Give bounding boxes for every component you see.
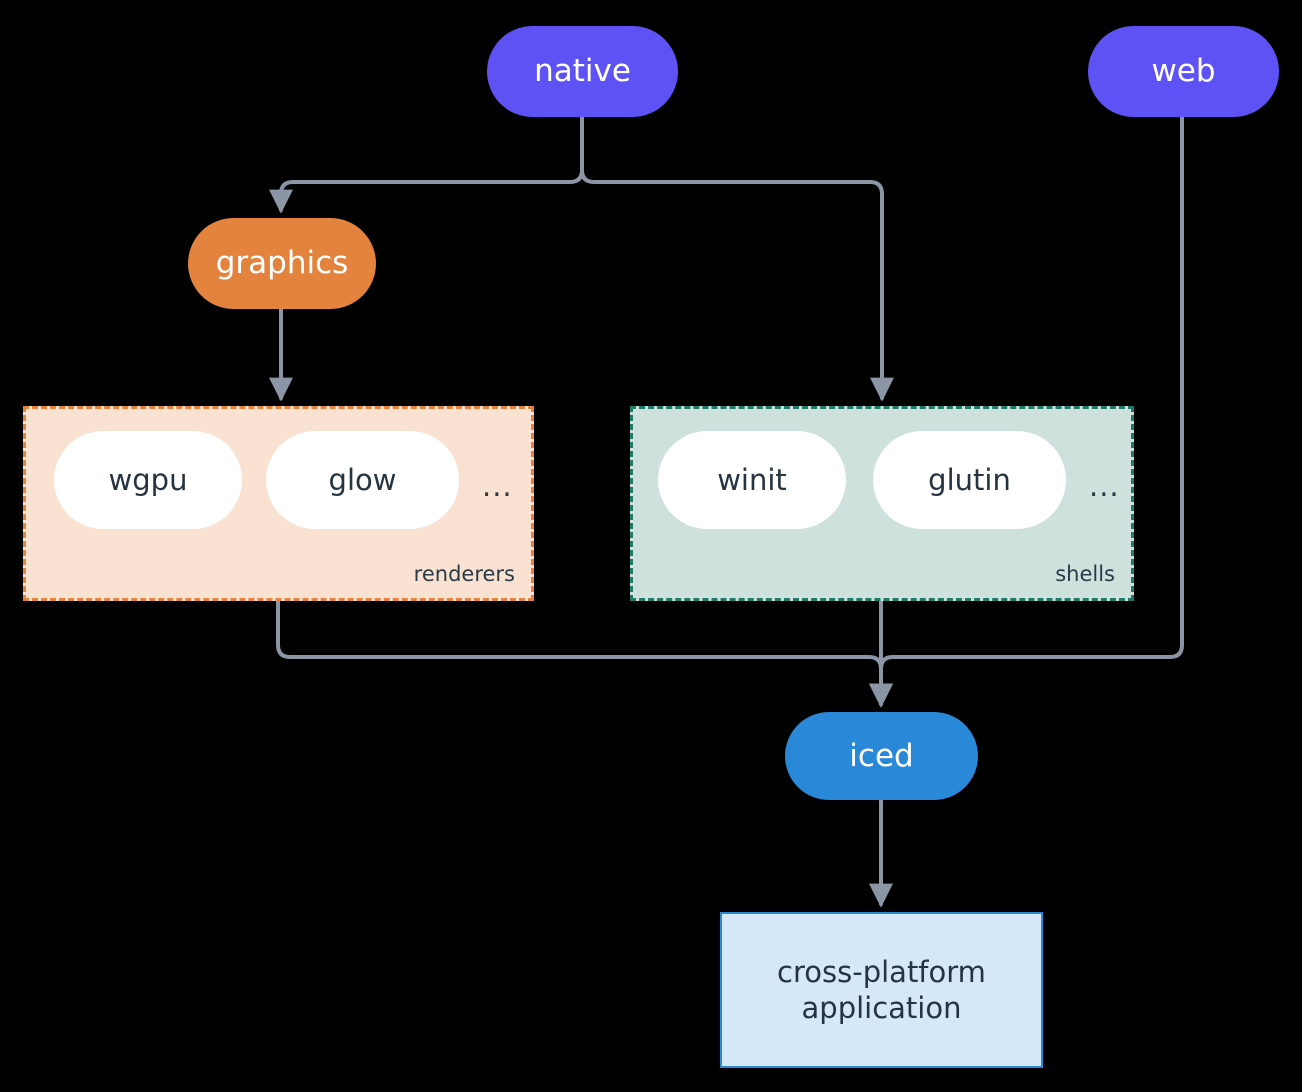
node-native[interactable]: native (487, 26, 678, 117)
group-renderers-label: renderers (413, 562, 515, 586)
node-application-line1: cross-platform (777, 954, 986, 989)
group-renderers-item-wgpu[interactable]: wgpu (54, 431, 242, 529)
node-iced-label: iced (849, 737, 914, 774)
group-renderers-item-glow[interactable]: glow (266, 431, 459, 529)
node-iced[interactable]: iced (785, 712, 978, 800)
edge-renderers-to-iced (276, 599, 893, 708)
node-native-label: native (534, 53, 631, 90)
node-cross-platform-application[interactable]: cross-platform application (720, 912, 1043, 1068)
edge-native-to-shells (580, 115, 894, 402)
group-shells: winit glutin ... shells (630, 406, 1134, 601)
group-renderers-item-wgpu-label: wgpu (108, 463, 188, 497)
node-application-line2: application (801, 991, 962, 1025)
node-web-label: web (1151, 53, 1216, 90)
group-renderers-overflow-ellipsis: ... (482, 469, 513, 503)
group-shells-item-winit[interactable]: winit (658, 431, 846, 529)
node-graphics-label: graphics (215, 245, 349, 282)
node-web[interactable]: web (1088, 26, 1279, 117)
group-renderers: wgpu glow ... renderers (23, 406, 534, 601)
group-shells-item-glutin-label: glutin (928, 463, 1011, 497)
node-graphics[interactable]: graphics (188, 218, 376, 309)
edge-native-to-graphics (269, 115, 584, 214)
group-shells-item-winit-label: winit (717, 463, 787, 497)
group-renderers-item-glow-label: glow (328, 463, 397, 497)
group-shells-overflow-ellipsis: ... (1089, 469, 1120, 503)
group-shells-label: shells (1055, 562, 1115, 586)
group-shells-item-glutin[interactable]: glutin (873, 431, 1066, 529)
